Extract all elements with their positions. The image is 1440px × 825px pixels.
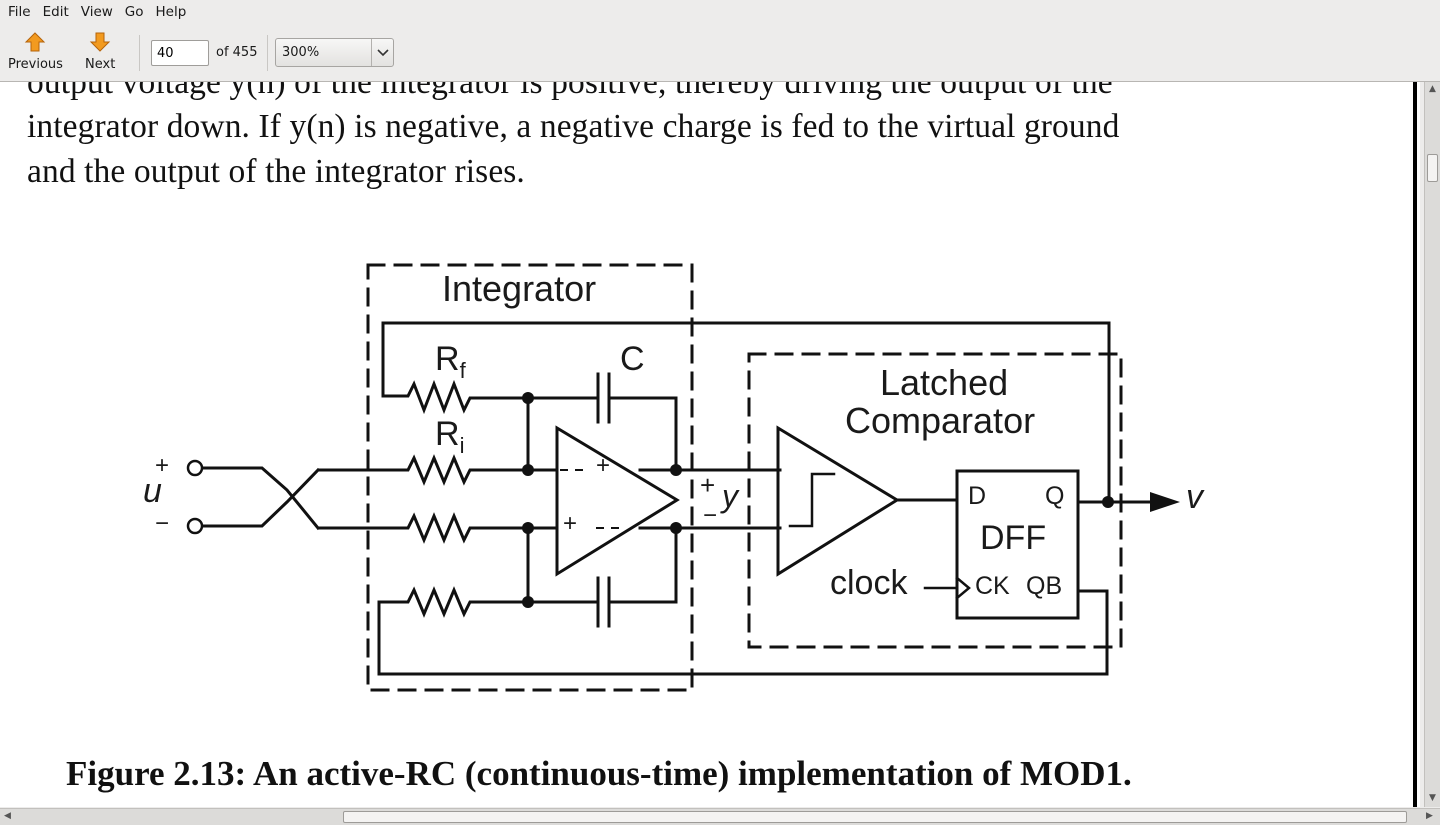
clock-label: clock [830, 564, 908, 602]
ri-resistor-top [318, 454, 530, 486]
input-label: u [143, 472, 162, 510]
scroll-up-icon[interactable]: ▲ [1429, 84, 1436, 94]
ri-label: Ri [435, 415, 465, 458]
input-plus: + [155, 452, 170, 479]
menu-view[interactable]: View [80, 4, 113, 20]
text-line-2: and the output of the integrator rises. [27, 153, 525, 190]
c-label: C [620, 340, 645, 378]
menu-file[interactable]: File [8, 4, 31, 20]
feedback-top-wire [381, 321, 1111, 504]
next-button[interactable]: Next [85, 31, 115, 72]
scroll-right-icon[interactable]: ▶ [1426, 811, 1433, 821]
qb-label: QB [1026, 572, 1063, 600]
vertical-scroll-thumb[interactable] [1427, 154, 1438, 182]
toolbar: Previous Next of 455 300% [0, 25, 1440, 82]
comparator-label-2: Comparator [845, 400, 1036, 441]
input-minus: − [155, 510, 170, 537]
horizontal-scroll-thumb[interactable] [343, 811, 1407, 823]
y-minus: − [703, 502, 718, 529]
scroll-down-icon[interactable]: ▼ [1429, 793, 1436, 803]
dff-box [955, 469, 1080, 620]
feedback-bottom-wire [377, 589, 1109, 676]
opamp-plus-top: + [596, 452, 611, 479]
d-label: D [968, 482, 987, 510]
menu-go[interactable]: Go [124, 4, 144, 20]
zoom-value: 300% [282, 45, 320, 60]
comparator-triangle [776, 425, 900, 577]
figure-caption: Figure 2.13: An active-RC (continuous-ti… [66, 754, 1132, 793]
circuit-figure [186, 263, 1180, 692]
opamp-triangle [555, 425, 680, 577]
text-line-1: integrator down. If y(n) is negative, a … [27, 108, 1120, 145]
opamp-plus-bottom: + [563, 510, 578, 537]
dff-label: DFF [980, 519, 1047, 557]
q-label: Q [1045, 482, 1065, 510]
next-label: Next [85, 57, 116, 72]
ck-label: CK [975, 572, 1010, 600]
comparator-label-1: Latched [880, 362, 1009, 403]
page-edge [1413, 82, 1417, 807]
document-viewport[interactable]: output voltage y(n) of the integrator is… [0, 82, 1420, 807]
toolbar-separator [139, 35, 140, 71]
text-line-partial: output voltage y(n) of the integrator is… [27, 82, 1113, 101]
vertical-scrollbar[interactable]: ▲ ▼ [1424, 82, 1440, 807]
rf-resistor [381, 379, 530, 415]
horizontal-scrollbar[interactable]: ◀ ▶ [0, 808, 1440, 825]
previous-button[interactable]: Previous [8, 31, 63, 72]
scroll-left-icon[interactable]: ◀ [4, 811, 11, 821]
zoom-select[interactable]: 300% [275, 38, 394, 67]
page-number-input[interactable] [151, 40, 209, 66]
rf-label: Rf [435, 340, 466, 383]
integrator-box [366, 263, 694, 692]
y-plus: + [700, 470, 716, 500]
ri-resistor-bottom [318, 512, 530, 544]
rf-resistor-bottom [377, 586, 530, 618]
y-label: y [722, 478, 738, 514]
output-label: v [1186, 478, 1203, 516]
page-total: of 455 [216, 45, 258, 60]
arrow-down-icon [89, 32, 111, 52]
integrator-label: Integrator [442, 268, 597, 309]
chevron-down-icon[interactable] [371, 39, 393, 66]
previous-label: Previous [8, 57, 63, 72]
menu-help[interactable]: Help [155, 4, 187, 20]
arrow-up-icon [25, 32, 46, 52]
toolbar-separator [267, 35, 268, 71]
menu-edit[interactable]: Edit [42, 4, 69, 20]
menubar: File Edit View Go Help [0, 0, 1440, 25]
